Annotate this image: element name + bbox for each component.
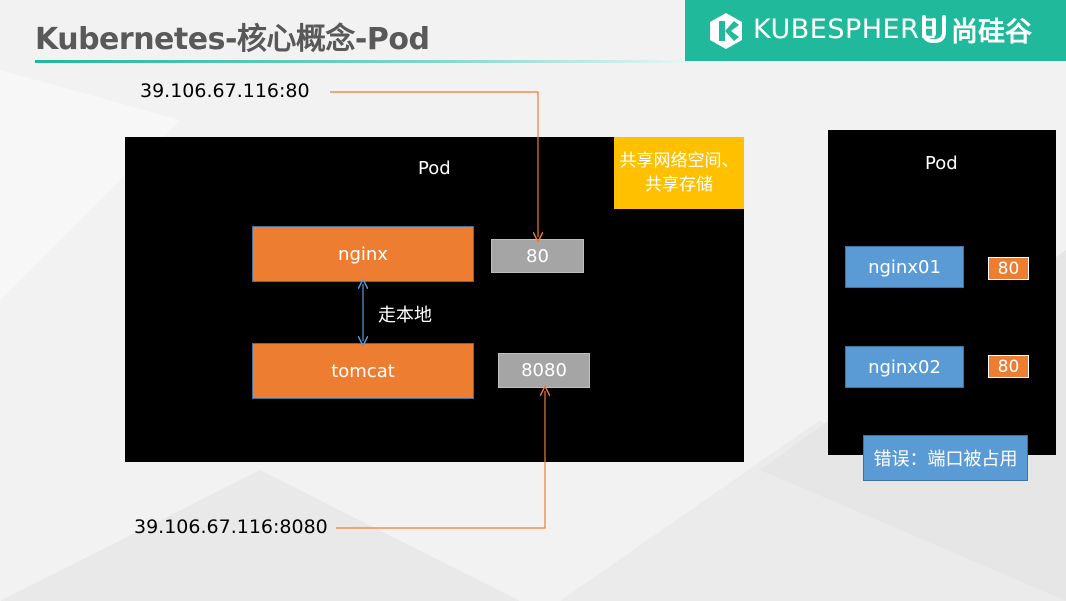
title-underline	[35, 60, 687, 63]
local-communication-label: 走本地	[378, 305, 432, 326]
shangguigu-wordmark: 尚硅谷	[951, 17, 1032, 48]
brand-bar	[685, 0, 1066, 61]
container-nginx: nginx	[252, 226, 474, 282]
right-pod-box	[828, 130, 1056, 455]
ip-label-80: 39.106.67.116:80	[140, 80, 310, 102]
shangguigu-logo-icon	[922, 15, 946, 44]
error-port-conflict: 错误：端口被占用	[863, 435, 1028, 481]
port-80: 80	[491, 239, 584, 273]
kubesphere-wordmark: KUBESPHERE	[753, 14, 937, 45]
right-pod-label: Pod	[925, 153, 958, 174]
port-80-nginx02: 80	[988, 355, 1029, 378]
arrow-ip80-to-port80	[330, 91, 538, 237]
arrow-ip8080-to-port8080	[336, 391, 545, 529]
ip-label-8080: 39.106.67.116:8080	[134, 516, 328, 538]
left-pod-label: Pod	[418, 158, 451, 179]
container-nginx01: nginx01	[845, 246, 964, 288]
port-80-nginx01: 80	[988, 257, 1029, 280]
shared-note-line1: 共享网络空间、	[619, 151, 739, 171]
port-8080: 8080	[498, 353, 590, 388]
kubesphere-logo-icon	[710, 13, 742, 49]
page-title: Kubernetes-核心概念-Pod	[35, 22, 430, 57]
shared-note-line2: 共享存储	[645, 175, 713, 195]
container-nginx02: nginx02	[845, 346, 964, 388]
shared-note: 共享网络空间、 共享存储	[614, 137, 744, 209]
